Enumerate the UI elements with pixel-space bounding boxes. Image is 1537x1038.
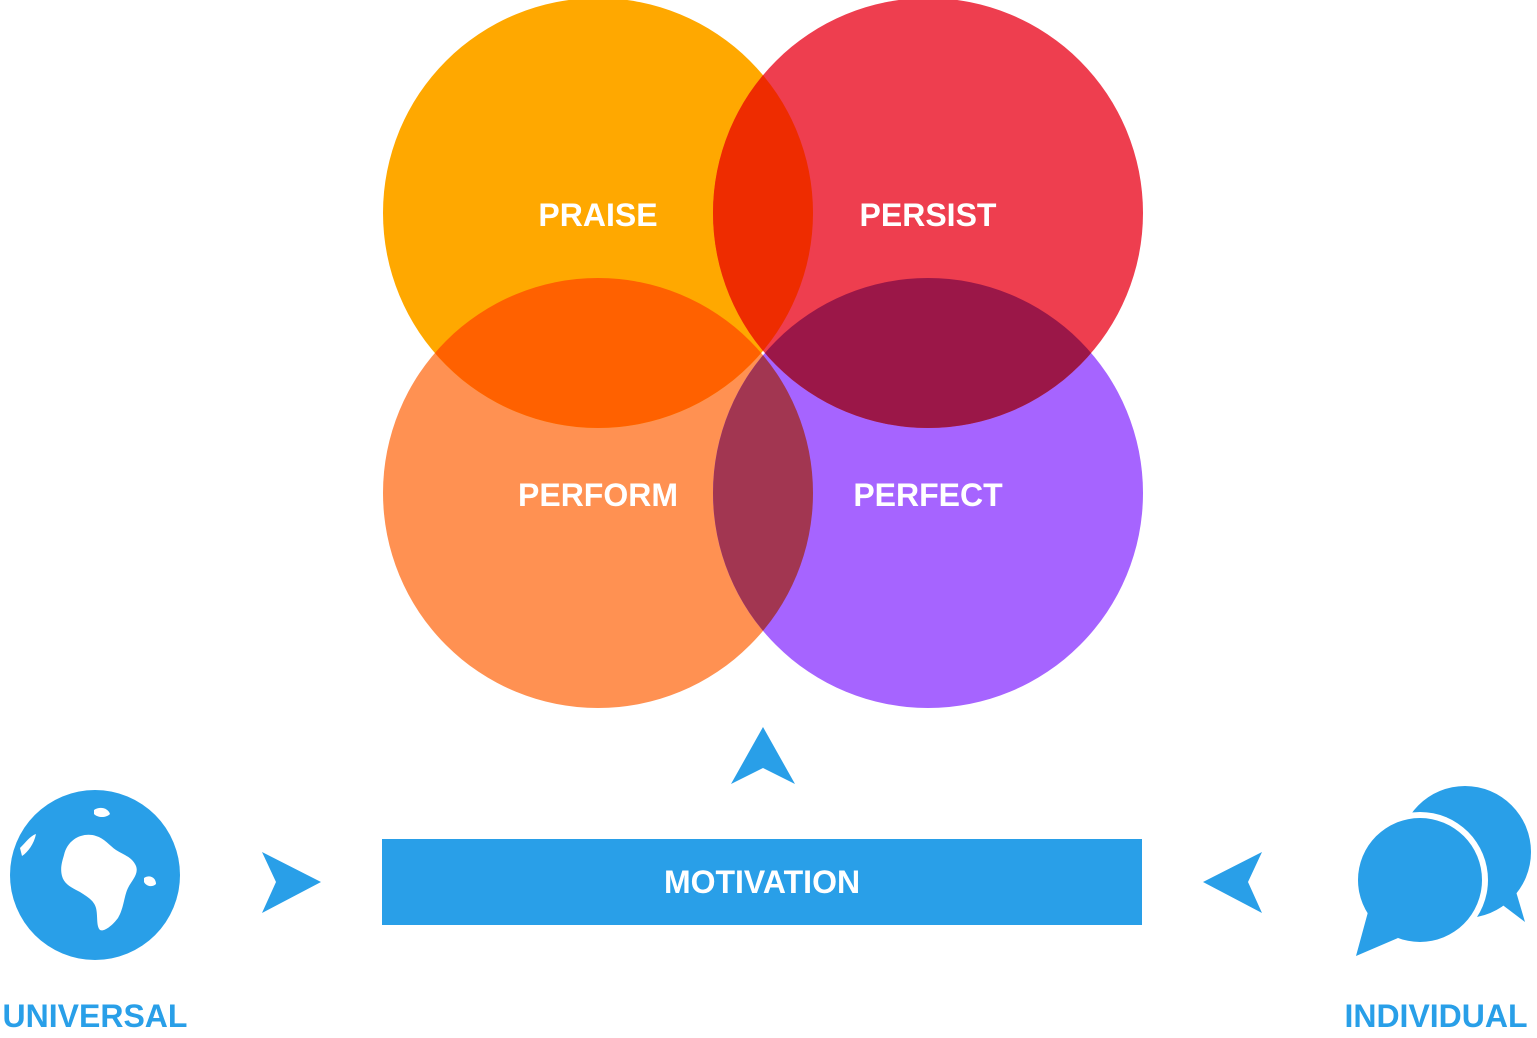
perfect-label: PERFECT: [853, 477, 1003, 513]
up-arrow-icon: [731, 727, 795, 784]
universal-label: UNIVERSAL: [3, 998, 188, 1034]
individual-label: INDIVIDUAL: [1344, 998, 1527, 1034]
right-arrow-icon: [262, 852, 321, 913]
perform-label: PERFORM: [518, 477, 678, 513]
persist-label: PERSIST: [860, 197, 997, 233]
persist-perfect-overlap: [713, 278, 1143, 428]
motivation-bar: [382, 839, 1142, 925]
praise-perform-overlap: [383, 278, 813, 428]
chat-bubbles-icon: [1352, 786, 1531, 956]
globe-icon: [10, 790, 180, 960]
motivation-label: MOTIVATION: [664, 864, 860, 900]
left-arrow-icon: [1203, 852, 1262, 913]
praise-label: PRAISE: [538, 197, 657, 233]
